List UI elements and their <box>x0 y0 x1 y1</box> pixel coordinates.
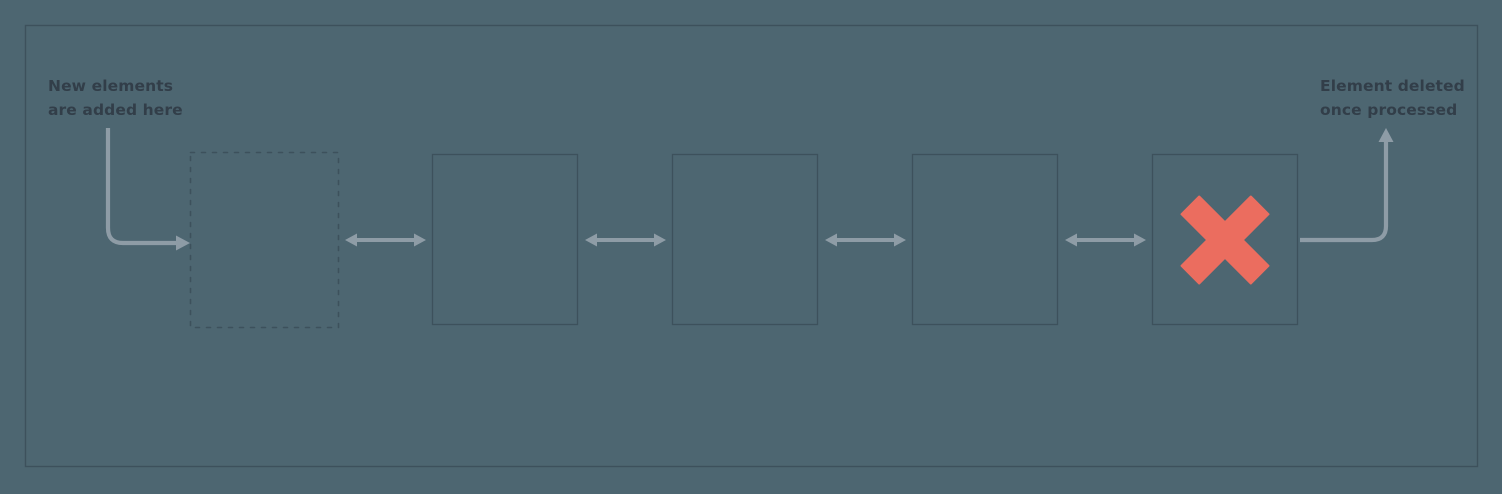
annotation-new-elements-line2: are added here <box>48 101 183 119</box>
slot-filled-1[interactable] <box>431 153 579 326</box>
double-arrow-3 <box>825 233 906 247</box>
delete-arrow <box>1300 128 1394 243</box>
slot-processed[interactable] <box>1151 153 1299 326</box>
annotation-element-deleted: Element deleted once processed <box>1320 74 1465 122</box>
double-arrow-2 <box>585 233 666 247</box>
annotation-new-elements-line1: New elements <box>48 77 174 95</box>
annotation-element-deleted-line2: once processed <box>1320 101 1458 119</box>
cross-icon <box>1180 195 1270 285</box>
buffer-container <box>24 24 1479 468</box>
double-arrow-1 <box>345 233 426 247</box>
insert-arrow <box>105 128 190 251</box>
double-arrow-4 <box>1065 233 1146 247</box>
slot-empty-new[interactable] <box>189 151 340 329</box>
annotation-element-deleted-line1: Element deleted <box>1320 77 1465 95</box>
slot-filled-2[interactable] <box>671 153 819 326</box>
annotation-new-elements: New elements are added here <box>48 74 183 122</box>
slot-filled-3[interactable] <box>911 153 1059 326</box>
